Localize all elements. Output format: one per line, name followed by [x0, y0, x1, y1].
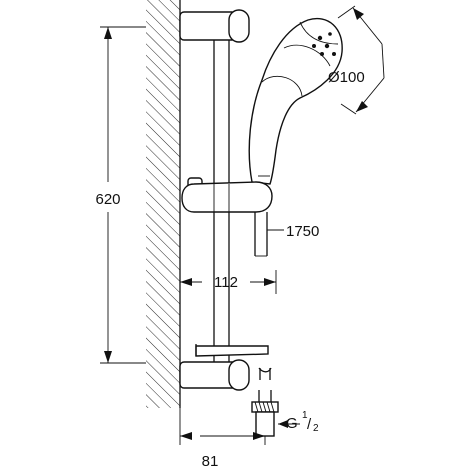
thread-prefix-label: G: [286, 415, 298, 432]
dimension-head-diameter: Ø100: [328, 5, 385, 115]
hand-shower-head: [248, 18, 343, 185]
dimension-thread: G 1 / 2: [278, 410, 319, 434]
thread-separator-label: /: [307, 416, 312, 433]
hose-length-label: 1750: [286, 223, 319, 240]
thread-numerator-label: 1: [302, 410, 308, 421]
thread-denominator-label: 2: [313, 423, 319, 434]
outlet-offset-label: 81: [202, 453, 219, 470]
wall-hatching: [146, 0, 180, 408]
dimension-bracket-depth: 112: [179, 270, 277, 294]
dimension-outlet-offset: 81: [179, 408, 266, 470]
soap-dish: [195, 344, 269, 357]
top-wall-bracket: [179, 9, 250, 43]
bracket-depth-label: 112: [214, 274, 238, 291]
bar-height-label: 620: [95, 191, 120, 208]
hose: [254, 212, 268, 257]
dimension-bar-height: 620: [95, 26, 146, 364]
knurled-nut: [254, 401, 275, 413]
dimension-hose-length: 1750: [267, 223, 319, 240]
slider-holder: [181, 177, 273, 213]
bottom-wall-bracket: [179, 359, 250, 391]
spray-nozzle-dots: [312, 32, 336, 56]
hose-outlet-connector: [251, 367, 279, 437]
wall: [146, 0, 181, 408]
head-diameter-label: Ø100: [328, 69, 365, 86]
